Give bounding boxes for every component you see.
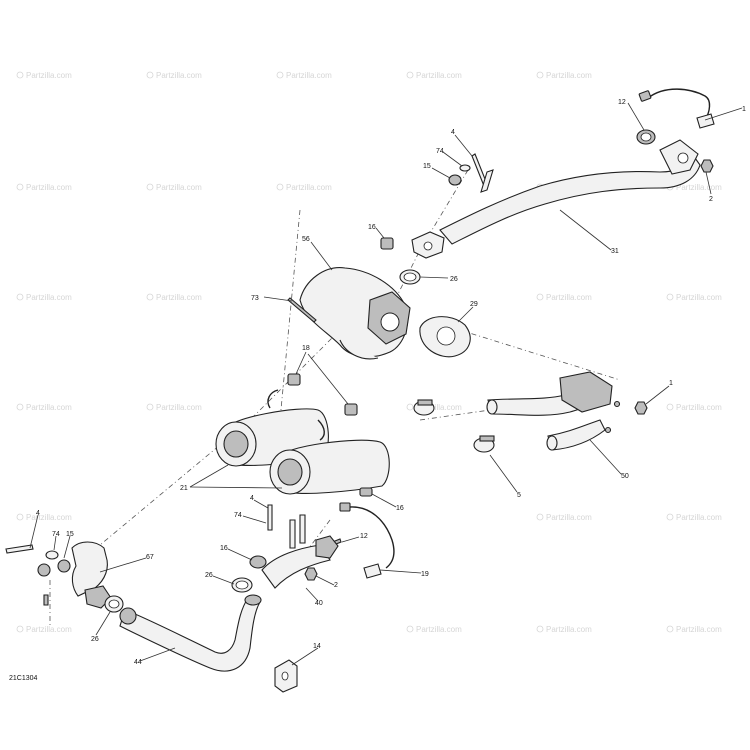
gasket-29[interactable] [419, 316, 471, 358]
o2-sensor-lower[interactable] [339, 502, 395, 579]
gasket-12-upper[interactable] [636, 129, 656, 145]
watermark: Partzilla.com [156, 71, 202, 80]
watermark: Partzilla.com [26, 71, 72, 80]
watermark: Partzilla.com [676, 183, 722, 192]
callout-50: 50 [621, 473, 629, 480]
spring-15-lower[interactable] [37, 559, 71, 577]
callout-14: 14 [313, 643, 321, 650]
catalytic-converter-56[interactable] [299, 267, 411, 360]
gasket-26-lower[interactable] [104, 595, 124, 613]
watermark: Partzilla.com [156, 403, 202, 412]
callout-2: 2 [334, 582, 338, 589]
watermark-layer: Partzilla.com Partzilla.com Partzilla.co… [16, 71, 722, 634]
watermark: Partzilla.com [286, 71, 332, 80]
bolt-mid-b[interactable] [299, 514, 306, 544]
gasket-73[interactable] [287, 297, 317, 323]
callout-26: 26 [205, 572, 213, 579]
callout-19: 19 [421, 571, 429, 578]
bracket-14[interactable] [274, 659, 298, 693]
clamp-5[interactable] [473, 435, 495, 453]
watermark: Partzilla.com [286, 183, 332, 192]
watermark: Partzilla.com [26, 625, 72, 634]
gasket-26-upper[interactable] [399, 269, 421, 285]
callout-4: 4 [36, 510, 40, 517]
diagram-code: 21C1304 [9, 675, 38, 682]
callout-12: 12 [618, 99, 626, 106]
callout-74: 74 [234, 512, 242, 519]
callout-31: 31 [611, 248, 619, 255]
nut-18-a[interactable] [287, 373, 301, 386]
callout-74: 74 [436, 148, 444, 155]
callout-1: 1 [742, 106, 746, 113]
bolt-upper[interactable] [480, 169, 494, 193]
spring-15-upper[interactable] [448, 174, 462, 186]
callout-67: 67 [146, 554, 154, 561]
exhaust-pipe-40[interactable] [261, 535, 339, 589]
nut-2-mid[interactable] [304, 567, 318, 581]
nut-1-mid[interactable] [634, 401, 648, 415]
watermark: Partzilla.com [546, 293, 592, 302]
stud-4-mid[interactable] [267, 504, 273, 531]
callout-1: 1 [669, 380, 673, 387]
callout-16: 16 [220, 545, 228, 552]
washer-74-upper[interactable] [459, 164, 471, 172]
o2-sensor-upper[interactable] [638, 88, 715, 129]
watermark: Partzilla.com [416, 625, 462, 634]
stud-4-lower[interactable] [5, 544, 34, 554]
callout-4: 4 [250, 495, 254, 502]
watermark: Partzilla.com [546, 625, 592, 634]
header-pipe-50[interactable] [486, 371, 613, 451]
pipe-67[interactable] [71, 541, 112, 609]
clamp-upper[interactable] [413, 399, 435, 416]
callout-16: 16 [368, 224, 376, 231]
callout-40: 40 [315, 600, 323, 607]
callout-18: 18 [302, 345, 310, 352]
watermark: Partzilla.com [676, 403, 722, 412]
alignment-lines [49, 169, 621, 625]
watermark: Partzilla.com [676, 625, 722, 634]
callout-15: 15 [66, 531, 74, 538]
callout-26: 26 [91, 636, 99, 643]
watermark: Partzilla.com [26, 513, 72, 522]
callout-4: 4 [451, 129, 455, 136]
watermark: Partzilla.com [26, 293, 72, 302]
bolt-lower-left[interactable] [43, 594, 49, 606]
nut-16-upper[interactable] [380, 237, 394, 250]
spring-16-mid[interactable] [249, 555, 267, 569]
watermark: Partzilla.com [546, 71, 592, 80]
watermark: Partzilla.com [676, 293, 722, 302]
pipe-44[interactable] [119, 594, 262, 672]
callout-56: 56 [302, 236, 310, 243]
watermark: Partzilla.com [26, 183, 72, 192]
nut-18-b[interactable] [344, 403, 358, 416]
callout-26: 26 [450, 276, 458, 283]
muffler-21-lower[interactable] [269, 439, 390, 497]
callout-15: 15 [423, 163, 431, 170]
callout-labels: 1 12 2 31 4 74 15 16 56 26 73 29 18 1 50… [36, 99, 746, 666]
washer-74-lower[interactable] [45, 550, 59, 560]
nut-2-upper[interactable] [700, 159, 714, 173]
watermark: Partzilla.com [416, 71, 462, 80]
bolt-small-mid[interactable] [604, 400, 621, 434]
callout-73: 73 [251, 295, 259, 302]
callout-29: 29 [470, 301, 478, 308]
callout-5: 5 [517, 492, 521, 499]
bolt-mid-a[interactable] [289, 519, 296, 549]
callout-2: 2 [709, 196, 713, 203]
watermark: Partzilla.com [26, 403, 72, 412]
watermark: Partzilla.com [156, 183, 202, 192]
callout-16: 16 [396, 505, 404, 512]
watermark: Partzilla.com [546, 513, 592, 522]
watermark: Partzilla.com [416, 403, 462, 412]
header-pipe-31[interactable] [411, 139, 701, 259]
callout-12: 12 [360, 533, 368, 540]
leader-lines [29, 102, 743, 666]
callout-21: 21 [180, 485, 188, 492]
gasket-26-mid[interactable] [231, 577, 253, 593]
watermark: Partzilla.com [676, 513, 722, 522]
callout-44: 44 [134, 659, 142, 666]
callout-74: 74 [52, 531, 60, 538]
watermark: Partzilla.com [156, 293, 202, 302]
